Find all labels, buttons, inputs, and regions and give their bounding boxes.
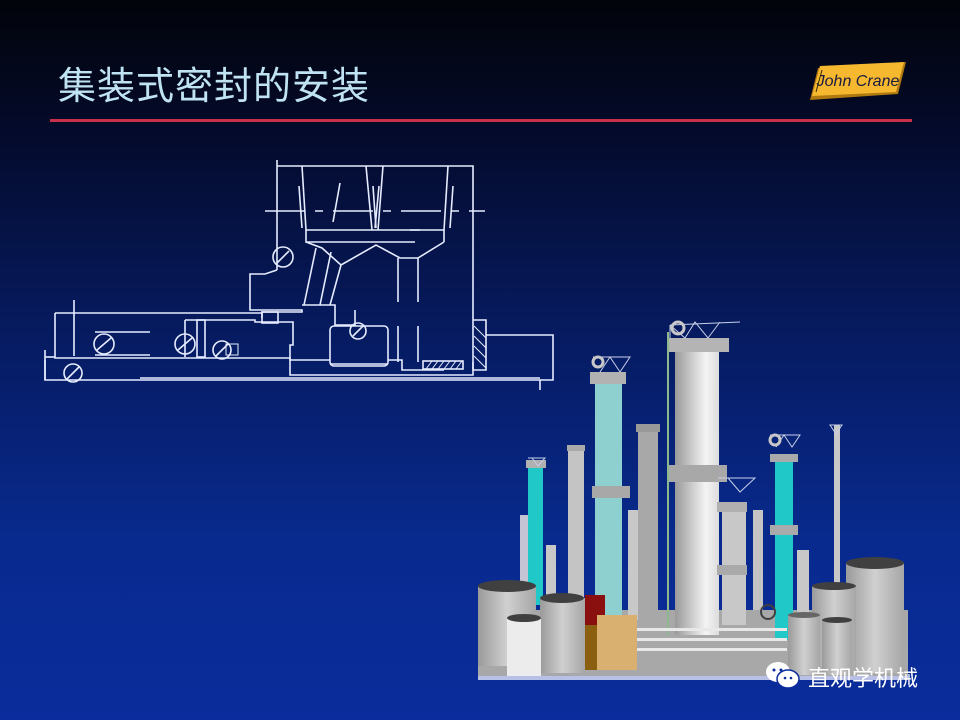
- wechat-icon: [764, 660, 802, 694]
- title-divider: [50, 119, 912, 122]
- logo-text: John Crane: [816, 73, 900, 90]
- slide-title: 集装式密封的安装: [58, 64, 371, 108]
- seal-cross-section-drawing: [40, 150, 560, 400]
- plant-illustration: [470, 310, 920, 694]
- john-crane-logo: John Crane: [810, 62, 906, 100]
- watermark: 直观学机械: [764, 660, 918, 694]
- watermark-text: 直观学机械: [808, 667, 919, 692]
